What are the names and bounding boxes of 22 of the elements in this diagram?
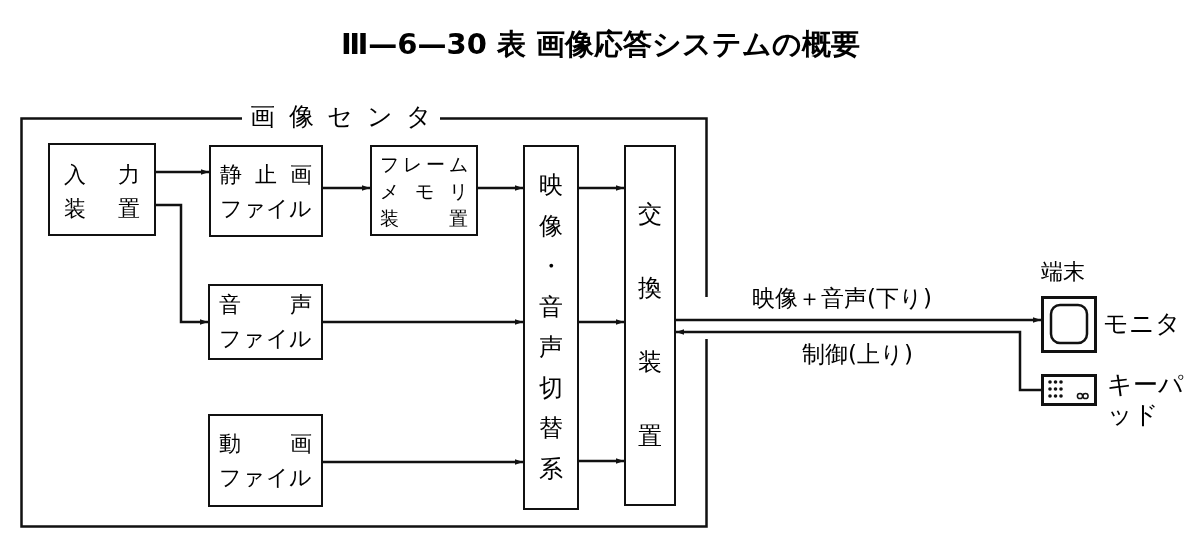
title: Ⅲ—6—30 表 画像応答システムの概要	[340, 27, 861, 61]
process-box: 静止画ファイル	[209, 145, 323, 237]
process-box: フレームメモリ装置	[370, 145, 478, 236]
arrow	[676, 317, 1041, 323]
device-label: 端末	[1041, 258, 1085, 286]
process-box: 動画ファイル	[208, 414, 323, 507]
arrow	[579, 319, 624, 325]
arrow	[676, 329, 1041, 392]
arrow	[579, 458, 624, 464]
arrow	[323, 319, 523, 325]
process-box: 音声ファイル	[208, 284, 323, 360]
arrow	[156, 203, 208, 325]
arrow	[156, 169, 209, 175]
arrow	[323, 185, 370, 191]
arrow	[478, 185, 523, 191]
process-box: 入力装置	[48, 143, 156, 236]
device-label: キーパッド	[1107, 370, 1185, 430]
switch-box: 映像・音声切替系	[523, 145, 579, 510]
arrow	[323, 459, 523, 465]
device-label: モニタ	[1103, 308, 1181, 340]
switch-box: 交換装置	[624, 145, 676, 506]
arrow	[579, 185, 624, 191]
